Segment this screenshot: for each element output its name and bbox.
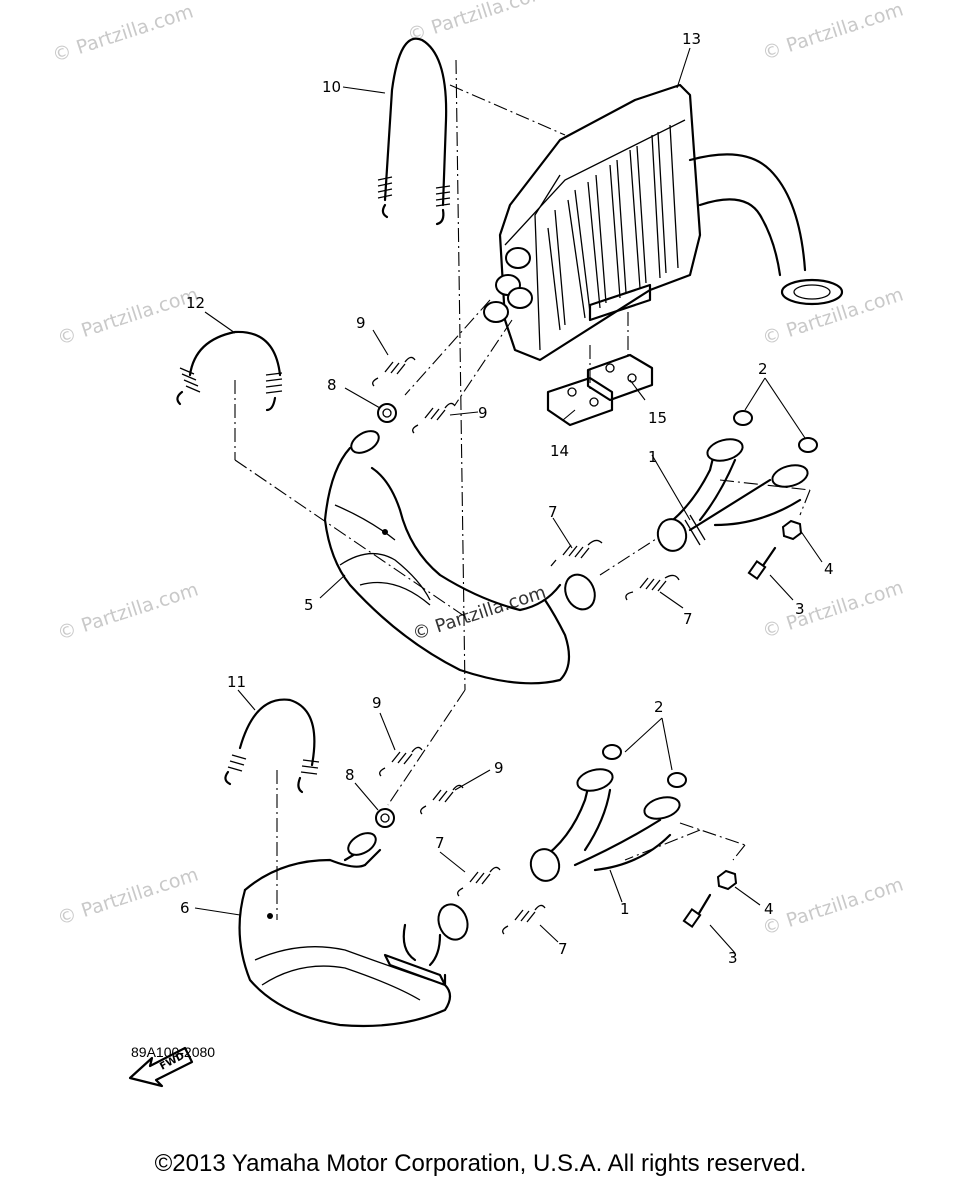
exhaust-chamber-part-6 xyxy=(238,832,469,1028)
callout-14: 14 xyxy=(550,442,569,460)
callout-9-c: 9 xyxy=(372,694,382,712)
watermark: © Partzilla.com xyxy=(55,864,201,930)
watermark: © Partzilla.com xyxy=(760,0,906,65)
callout-5: 5 xyxy=(304,596,314,614)
callout-7-a: 7 xyxy=(548,503,558,521)
diagram-reference: 89A100-2080 xyxy=(131,1044,216,1060)
watermark: © Partzilla.com xyxy=(405,0,551,47)
callout-11: 11 xyxy=(227,673,246,691)
callout-3-a: 3 xyxy=(795,600,805,618)
watermark-center: © Partzilla.com xyxy=(410,582,549,645)
watermark: © Partzilla.com xyxy=(55,579,201,645)
guide-lines xyxy=(234,59,811,920)
rings-part-8 xyxy=(375,403,397,828)
callout-10: 10 xyxy=(322,78,341,96)
callout-2-b: 2 xyxy=(654,698,664,716)
muffler-part-13 xyxy=(483,83,844,362)
watermark: © Partzilla.com xyxy=(55,284,201,350)
callout-3-b: 3 xyxy=(728,949,738,967)
callout-9-b: 9 xyxy=(478,404,488,422)
callout-2-a: 2 xyxy=(758,360,768,378)
spring-part-11 xyxy=(224,698,320,794)
callouts: 13 10 12 9 8 9 2 15 14 1 7 4 3 7 5 11 2 … xyxy=(180,30,834,967)
watermark: © Partzilla.com xyxy=(50,1,196,67)
callout-7-c: 7 xyxy=(435,834,445,852)
washers-part-2 xyxy=(602,410,818,788)
callout-8-b: 8 xyxy=(345,766,355,784)
callout-9-d: 9 xyxy=(494,759,504,777)
bracket-part-15 xyxy=(586,353,654,402)
bracket-part-14 xyxy=(546,376,614,427)
callout-9-a: 9 xyxy=(356,314,366,332)
copyright-footer: ©2013 Yamaha Motor Corporation, U.S.A. A… xyxy=(154,1150,807,1177)
callout-15: 15 xyxy=(648,409,667,427)
manifold-part-1-upper xyxy=(656,438,809,552)
callout-7-d: 7 xyxy=(558,940,568,958)
spring-part-10 xyxy=(377,37,451,226)
callout-1-b: 1 xyxy=(620,900,630,918)
exhaust-chamber-part-5 xyxy=(323,430,596,685)
callout-7-b: 7 xyxy=(683,610,693,628)
callout-4-a: 4 xyxy=(824,560,834,578)
callout-4-b: 4 xyxy=(764,900,774,918)
watermark: © Partzilla.com xyxy=(760,874,906,940)
callout-12: 12 xyxy=(186,294,205,312)
leader-lines xyxy=(194,47,823,954)
callout-13: 13 xyxy=(682,30,701,48)
manifold-part-1-lower xyxy=(529,768,681,882)
bolts-part-3 xyxy=(682,546,777,928)
springs-part-7-9 xyxy=(372,356,680,935)
nuts-part-4 xyxy=(716,519,803,891)
callout-6: 6 xyxy=(180,899,190,917)
watermark: © Partzilla.com xyxy=(760,577,906,643)
callout-8-a: 8 xyxy=(327,376,337,394)
callout-1-a: 1 xyxy=(648,448,658,466)
spring-part-12 xyxy=(176,330,283,412)
